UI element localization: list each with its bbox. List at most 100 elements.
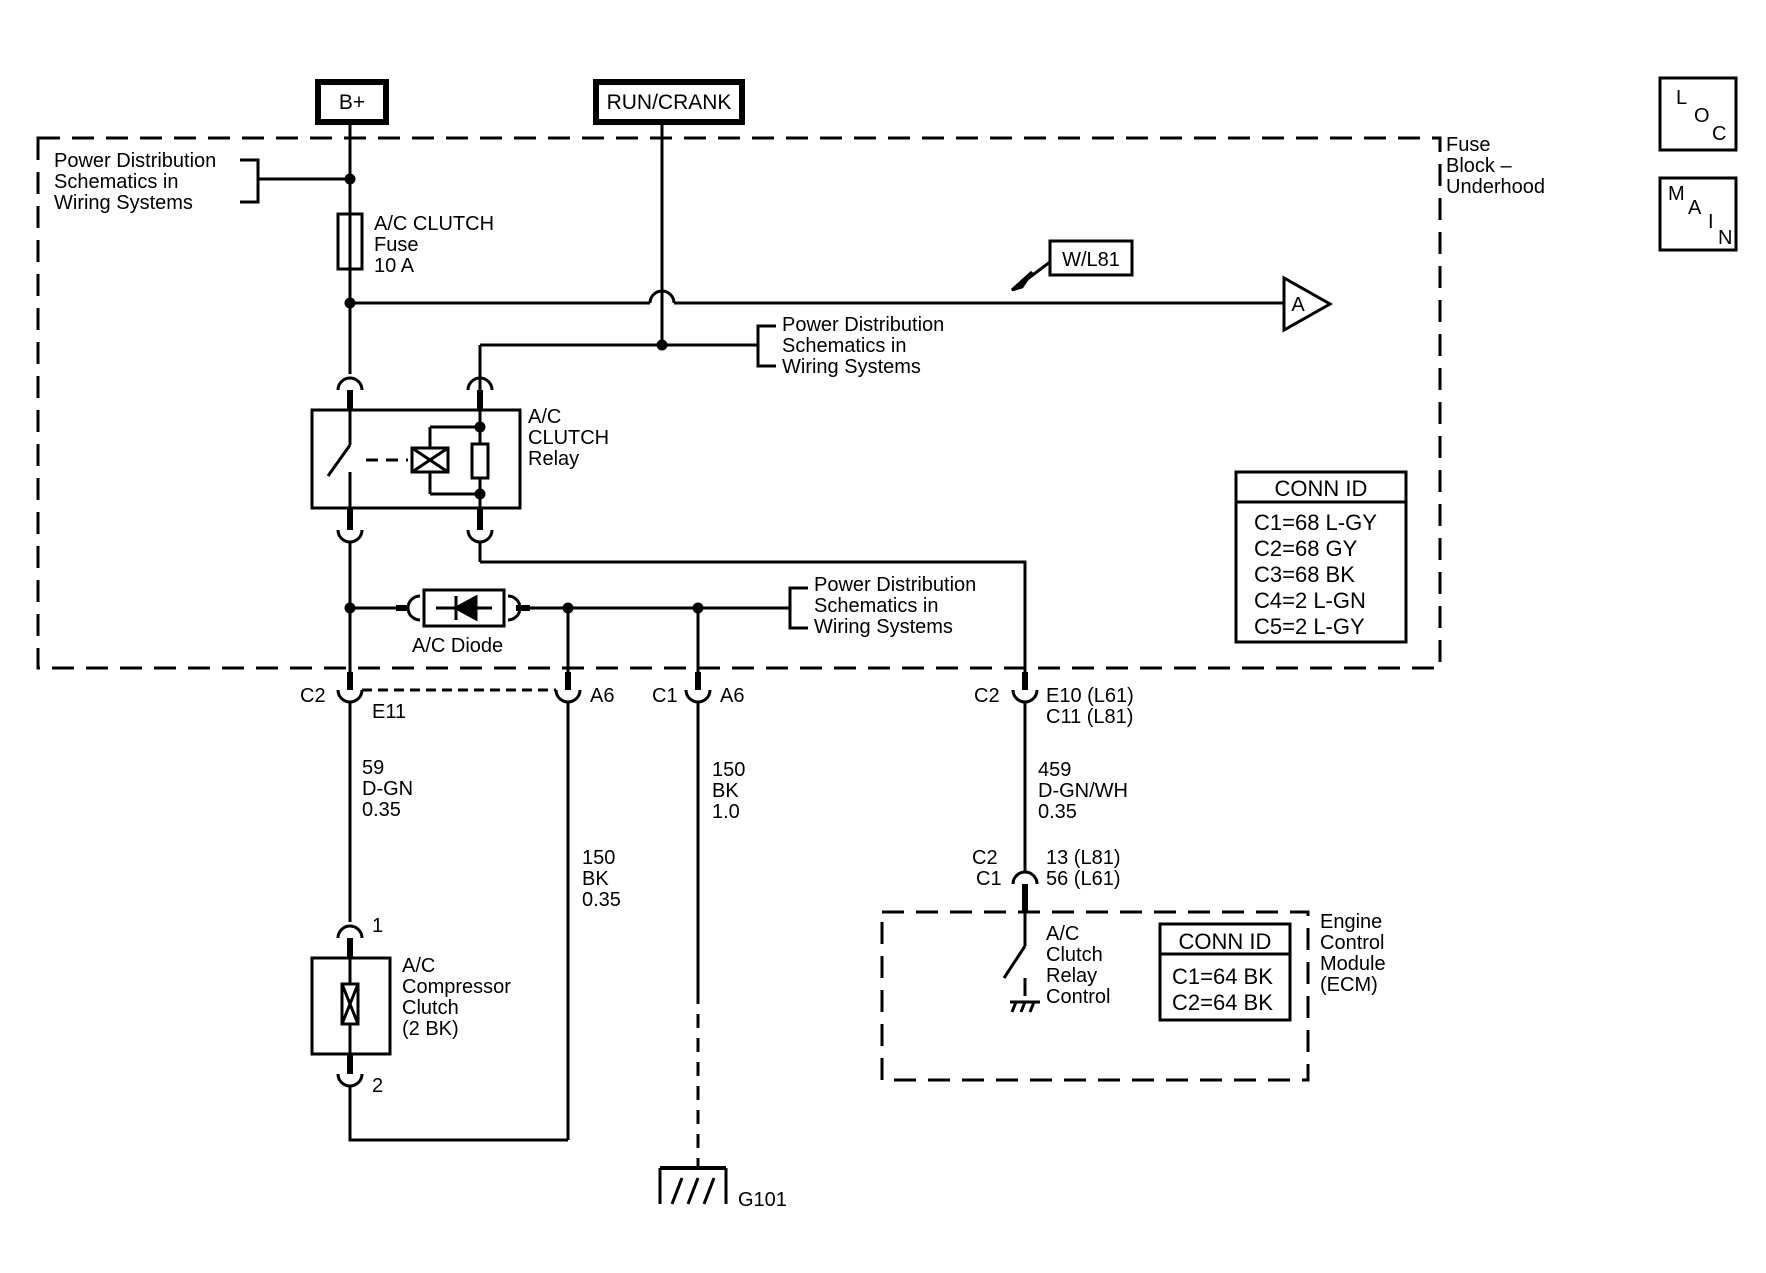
svg-text:13 (L81): 13 (L81) <box>1046 847 1121 869</box>
svg-text:E10 (L61): E10 (L61) <box>1046 685 1134 707</box>
svg-text:0.35: 0.35 <box>582 889 621 911</box>
ecm-conn-id-title: CONN ID <box>1179 929 1272 954</box>
svg-text:O: O <box>1694 105 1710 127</box>
pd-schematics-label-top-left: Power Distribution Schematics in Wiring … <box>54 150 216 214</box>
svg-text:1.0: 1.0 <box>712 801 740 823</box>
main-nav-box[interactable] <box>1658 176 1738 252</box>
fuse-block-label: Fuse Block – Underhood <box>1446 134 1545 198</box>
run-crank-source-box <box>593 79 745 125</box>
main-nav-label: M A I N <box>1668 183 1732 249</box>
svg-text:Power Distribution: Power Distribution <box>782 314 944 336</box>
compressor-clutch-label: A/C Compressor Clutch (2 BK) <box>402 955 511 1040</box>
svg-text:150: 150 <box>582 847 615 869</box>
svg-text:(2 BK): (2 BK) <box>402 1018 459 1040</box>
svg-text:Fuse: Fuse <box>374 234 418 256</box>
fuse-block-conn-id-rows: C1=68 L-GY C2=68 GY C3=68 BK C4=2 L-GN C… <box>1254 510 1377 639</box>
svg-text:Clutch: Clutch <box>402 997 459 1019</box>
svg-text:10 A: 10 A <box>374 255 415 277</box>
svg-text:L: L <box>1676 87 1687 109</box>
svg-text:A/C CLUTCH: A/C CLUTCH <box>374 213 494 235</box>
svg-text:D-GN/WH: D-GN/WH <box>1038 780 1128 802</box>
pd-bracket-mid <box>756 324 776 368</box>
ecm-boundary <box>880 910 1310 1082</box>
svg-text:C1: C1 <box>652 685 678 707</box>
svg-text:Module: Module <box>1320 953 1386 975</box>
fuse-block-conn-id-table <box>1234 470 1408 644</box>
svg-text:Engine: Engine <box>1320 911 1382 933</box>
svg-text:C2=64 BK: C2=64 BK <box>1172 990 1273 1015</box>
svg-text:D-GN: D-GN <box>362 778 413 800</box>
svg-text:Fuse: Fuse <box>1446 134 1490 156</box>
relay-resistor <box>470 442 490 480</box>
svg-text:I: I <box>1708 211 1714 233</box>
svg-text:459: 459 <box>1038 759 1071 781</box>
svg-text:Block –: Block – <box>1446 155 1512 177</box>
ac-diode <box>422 588 506 628</box>
svg-text:59: 59 <box>362 757 384 779</box>
option-tag-box <box>1048 239 1134 277</box>
svg-text:Wiring Systems: Wiring Systems <box>782 356 921 378</box>
pd-bracket-top-left <box>240 158 260 204</box>
svg-text:A6: A6 <box>590 685 614 707</box>
svg-text:Schematics in: Schematics in <box>54 171 179 193</box>
svg-text:Power Distribution: Power Distribution <box>814 574 976 596</box>
svg-text:Wiring Systems: Wiring Systems <box>54 192 193 214</box>
svg-text:C2: C2 <box>974 685 1000 707</box>
svg-text:C11 (L81): C11 (L81) <box>1046 706 1133 728</box>
svg-text:Wiring Systems: Wiring Systems <box>814 616 953 638</box>
battery-source-box <box>315 79 389 125</box>
wire-59-label: 59 D-GN 0.35 <box>362 757 413 821</box>
svg-text:Control: Control <box>1046 986 1110 1008</box>
svg-text:C2: C2 <box>300 685 326 707</box>
ecm-conn-id-rows: C1=64 BK C2=64 BK <box>1172 964 1273 1015</box>
svg-text:C: C <box>1712 123 1726 145</box>
ecm-label: Engine Control Module (ECM) <box>1320 911 1386 996</box>
fuse-label: A/C CLUTCH Fuse 10 A <box>374 213 494 277</box>
svg-text:C1: C1 <box>976 868 1002 890</box>
ac-clutch-relay-box <box>310 408 522 510</box>
svg-text:1: 1 <box>372 915 383 937</box>
svg-text:A/C: A/C <box>402 955 435 977</box>
svg-text:(ECM): (ECM) <box>1320 974 1378 996</box>
svg-text:Underhood: Underhood <box>1446 176 1545 198</box>
svg-text:Power Distribution: Power Distribution <box>54 150 216 172</box>
off-page-connector-label: A <box>1291 294 1305 316</box>
off-page-connector-a <box>1282 275 1334 333</box>
svg-text:E11: E11 <box>372 701 406 723</box>
fuse-block-boundary <box>36 136 1442 670</box>
svg-text:Schematics in: Schematics in <box>782 335 907 357</box>
ecm-relay-control-label: A/C Clutch Relay Control <box>1046 923 1110 1008</box>
svg-text:C2: C2 <box>972 847 998 869</box>
pd-schematics-label-mid: Power Distribution Schematics in Wiring … <box>782 314 944 378</box>
wire-459-label: 459 D-GN/WH 0.35 <box>1038 759 1128 823</box>
svg-text:A/C: A/C <box>1046 923 1079 945</box>
svg-text:C1=64 BK: C1=64 BK <box>1172 964 1273 989</box>
svg-text:A/C: A/C <box>528 406 561 428</box>
ground-label: G101 <box>738 1189 787 1211</box>
svg-text:CLUTCH: CLUTCH <box>528 427 609 449</box>
fuse-block-conn-id-title: CONN ID <box>1275 476 1368 501</box>
svg-text:Relay: Relay <box>1046 965 1097 987</box>
loc-nav-box[interactable] <box>1658 76 1738 152</box>
diode-label: A/C Diode <box>412 635 503 657</box>
loc-nav-label: L O C <box>1676 87 1726 145</box>
ecm-conn-id-table <box>1158 922 1292 1022</box>
svg-text:2: 2 <box>372 1075 383 1097</box>
svg-text:A6: A6 <box>720 685 744 707</box>
svg-text:Compressor: Compressor <box>402 976 511 998</box>
terminal-labels: C2 E11 A6 C1 A6 C2 E10 (L61) C11 (L81) C… <box>300 685 1134 1097</box>
relay-label: A/C CLUTCH Relay <box>528 406 609 470</box>
svg-text:Schematics in: Schematics in <box>814 595 939 617</box>
svg-text:Clutch: Clutch <box>1046 944 1103 966</box>
svg-text:C5=2 L-GY: C5=2 L-GY <box>1254 614 1365 639</box>
svg-text:A: A <box>1688 197 1702 219</box>
svg-text:C2=68 GY: C2=68 GY <box>1254 536 1358 561</box>
svg-text:0.35: 0.35 <box>362 799 401 821</box>
svg-text:N: N <box>1718 227 1732 249</box>
wire-150-small-label: 150 BK 0.35 <box>582 847 621 911</box>
svg-text:BK: BK <box>712 780 739 802</box>
run-crank-label: RUN/CRANK <box>607 91 732 114</box>
svg-text:C4=2 L-GN: C4=2 L-GN <box>1254 588 1366 613</box>
svg-text:150: 150 <box>712 759 745 781</box>
